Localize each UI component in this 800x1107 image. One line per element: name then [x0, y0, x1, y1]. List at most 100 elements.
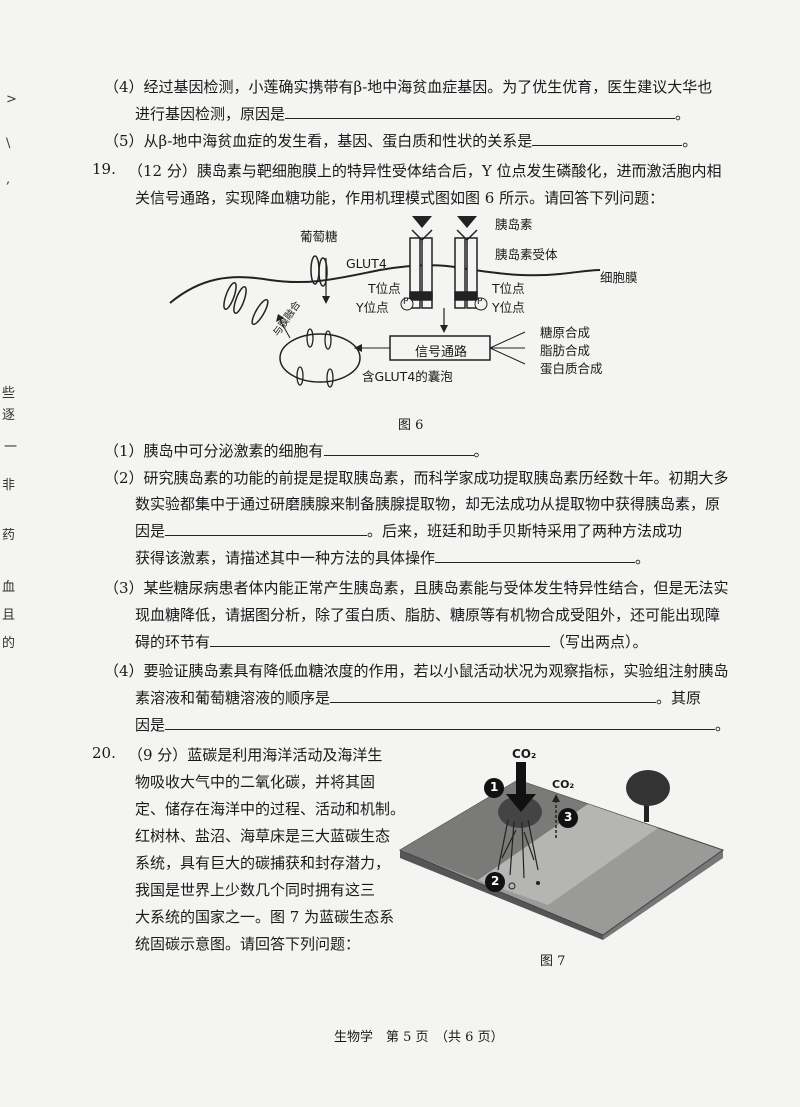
q19-item2-line2: 数实验都集中于通过研磨胰腺来制备胰腺提取物，却无法成功从提取物中获得胰岛素，原 — [135, 495, 721, 513]
q19-item4-line2-text: 素溶液和葡萄糖溶液的顺序是 — [135, 689, 331, 707]
answer-blank[interactable] — [330, 688, 657, 703]
co2-in-arrow — [506, 762, 536, 812]
q19-item4-line3: 因是 。 — [135, 714, 730, 735]
label-y-site-left: Y位点 — [356, 300, 389, 315]
insulin-receptor-left — [409, 229, 433, 309]
label-p-right: P — [477, 297, 483, 307]
marker-1-label: 1 — [490, 780, 499, 794]
glut4-vesicle — [279, 333, 361, 383]
answer-blank[interactable] — [323, 441, 474, 456]
marker-3 — [558, 808, 578, 828]
answer-blank[interactable] — [435, 548, 636, 563]
label-glycogen: 糖原合成 — [540, 325, 591, 340]
phospho-left — [400, 297, 414, 311]
answer-blank[interactable] — [532, 131, 683, 146]
q18-item5-text: （5）从β-地中海贫血症的发生看，基因、蛋白质和性状的关系是 — [104, 132, 533, 150]
label-y-site-right: Y位点 — [492, 300, 525, 315]
margin-mark: 一 — [4, 440, 18, 455]
margin-mark: 逐 — [2, 408, 16, 423]
q20-line-4: 系统，具有巨大的碳捕获和封存潜力， — [135, 854, 391, 872]
q18-item4-end: 。 — [675, 105, 691, 123]
q19-item3-line3-text: 碍的环节有 — [135, 633, 211, 651]
label-glut4: GLUT4 — [346, 256, 387, 271]
q20-line-7: 统固碳示意图。请回答下列问题： — [135, 935, 361, 953]
q19-item4-line2: 素溶液和葡萄糖溶液的顺序是 。其原 — [135, 687, 701, 708]
marker-1 — [484, 778, 504, 798]
margin-mark: 的 — [2, 636, 16, 651]
q19-item1-text: （1）胰岛中可分泌激素的细胞有 — [104, 442, 324, 460]
answer-blank[interactable] — [285, 104, 676, 119]
q18-item4-line1: （4）经过基因检测，小莲确实携带有β-地中海贫血症基因。为了优生优育，医生建议大… — [104, 78, 713, 96]
glut4-membrane — [223, 255, 328, 326]
insulin-left — [412, 216, 432, 228]
figure-6-diagram — [169, 216, 601, 388]
label-co2-in: CO₂ — [512, 747, 537, 761]
answer-blank[interactable] — [165, 715, 716, 730]
margin-mark: > — [6, 92, 17, 107]
label-vesicle: 含GLUT4的囊泡 — [362, 369, 453, 384]
q19-item1: （1）胰岛中可分泌激素的细胞有 。 — [104, 440, 489, 461]
marker-2 — [485, 872, 505, 892]
label-protein: 蛋白质合成 — [540, 361, 603, 376]
q19-item2-line3b: 。后来，班廷和助手贝斯特采用了两种方法成功 — [367, 522, 683, 540]
margin-mark: 些 — [2, 386, 16, 401]
label-insulin: 胰岛素 — [495, 217, 533, 232]
q19-item4-line1: （4）要验证胰岛素具有降低血糖浓度的作用，若以小鼠活动状况为观察指标，实验组注射… — [104, 662, 729, 680]
phospho-right — [474, 297, 488, 311]
margin-mark: 血 — [2, 580, 16, 595]
page-footer: 生物学 第 5 页 （共 6 页） — [334, 1030, 504, 1045]
label-t-site-right: T位点 — [492, 281, 525, 296]
q19-item4-line2-end: 。其原 — [656, 689, 702, 707]
q19-item4-line3-text: 因是 — [135, 716, 166, 734]
q18-item5-end: 。 — [682, 132, 698, 150]
co2-out-arrow — [552, 794, 560, 838]
q19-item2-line4: 获得该激素，请描述其中一种方法的具体操作 。 — [135, 547, 650, 568]
q19-item3-line1: （3）某些糖尿病患者体内能正常产生胰岛素，且胰岛素能与受体发生特异性结合，但是无… — [104, 579, 729, 597]
label-t-site-left: T位点 — [368, 281, 401, 296]
figure-7-blue-carbon — [398, 762, 725, 940]
figure-7-caption: 图 7 — [540, 954, 566, 969]
q20-line-1: 物吸收大气中的二氧化碳，并将其固 — [135, 773, 376, 791]
q18-item4-line2-text: 进行基因检测，原因是 — [135, 105, 286, 123]
q19-item2-line3a: 因是 — [135, 522, 166, 540]
margin-mark: 非 — [2, 478, 16, 493]
q19-item2-line3: 因是 。后来，班廷和助手贝斯特采用了两种方法成功 — [135, 520, 682, 541]
mangrove-icon — [497, 796, 542, 879]
label-fat: 脂肪合成 — [540, 343, 591, 358]
q19-number: 19. — [92, 160, 116, 178]
margin-mark: 药 — [2, 528, 16, 543]
answer-blank[interactable] — [165, 521, 368, 536]
label-p-left: P — [403, 297, 409, 307]
margin-mark: 且 — [2, 608, 16, 623]
q20-line-5: 我国是世界上少数几个同时拥有这三 — [135, 881, 376, 899]
q19-item1-end: 。 — [473, 442, 489, 460]
q19-item3-end: （写出两点）。 — [550, 633, 648, 651]
marker-3-label: 3 — [564, 810, 573, 824]
q20-line-3: 红树林、盐沼、海草床是三大蓝碳生态 — [135, 827, 391, 845]
q19-item3-line2: 现血糖降低，请据图分析，除了蛋白质、脂肪、糖原等有机物合成受阻外，还可能出现障 — [135, 606, 721, 624]
q19-item4-end: 。 — [715, 716, 731, 734]
q19-item2-line1: （2）研究胰岛素的功能的前提是提取胰岛素，而科学家成功提取胰岛素历经数十年。初期… — [104, 469, 729, 487]
q19-intro-line1: （12 分）胰岛素与靶细胞膜上的特异性受体结合后，Y 位点发生磷酸化，进而激活胞… — [128, 162, 722, 180]
insulin-right — [457, 216, 477, 228]
answer-blank[interactable] — [210, 632, 551, 647]
q19-item2-end: 。 — [635, 549, 651, 567]
insulin-receptor-right — [454, 229, 478, 309]
q20-line-0: （9 分）蓝碳是利用海洋活动及海洋生 — [128, 746, 383, 764]
q19-item3-line3: 碍的环节有 （写出两点）。 — [135, 631, 648, 652]
q18-item4-line2: 进行基因检测，原因是 。 — [135, 103, 690, 124]
q19-item2-line4-text: 获得该激素，请描述其中一种方法的具体操作 — [135, 549, 436, 567]
q20-number: 20. — [92, 744, 116, 762]
q20-line-2: 定、储存在海洋中的过程、活动和机制。 — [135, 800, 406, 818]
margin-mark: , — [6, 172, 11, 187]
q19-intro-line2: 关信号通路，实现降血糖功能，作用机理模式图如图 6 所示。请回答下列问题： — [135, 189, 665, 207]
label-membrane: 细胞膜 — [600, 270, 638, 285]
q18-item5: （5）从β-地中海贫血症的发生看，基因、蛋白质和性状的关系是 。 — [104, 130, 697, 151]
tree-icon — [626, 770, 670, 822]
margin-mark: \ — [6, 136, 11, 151]
label-co2-out: CO₂ — [552, 778, 575, 791]
q20-line-6: 大系统的国家之一。图 7 为蓝碳生态系 — [135, 908, 395, 926]
label-receptor: 胰岛素受体 — [495, 247, 558, 262]
marker-2-label: 2 — [491, 874, 500, 888]
label-signal: 信号通路 — [415, 345, 468, 360]
